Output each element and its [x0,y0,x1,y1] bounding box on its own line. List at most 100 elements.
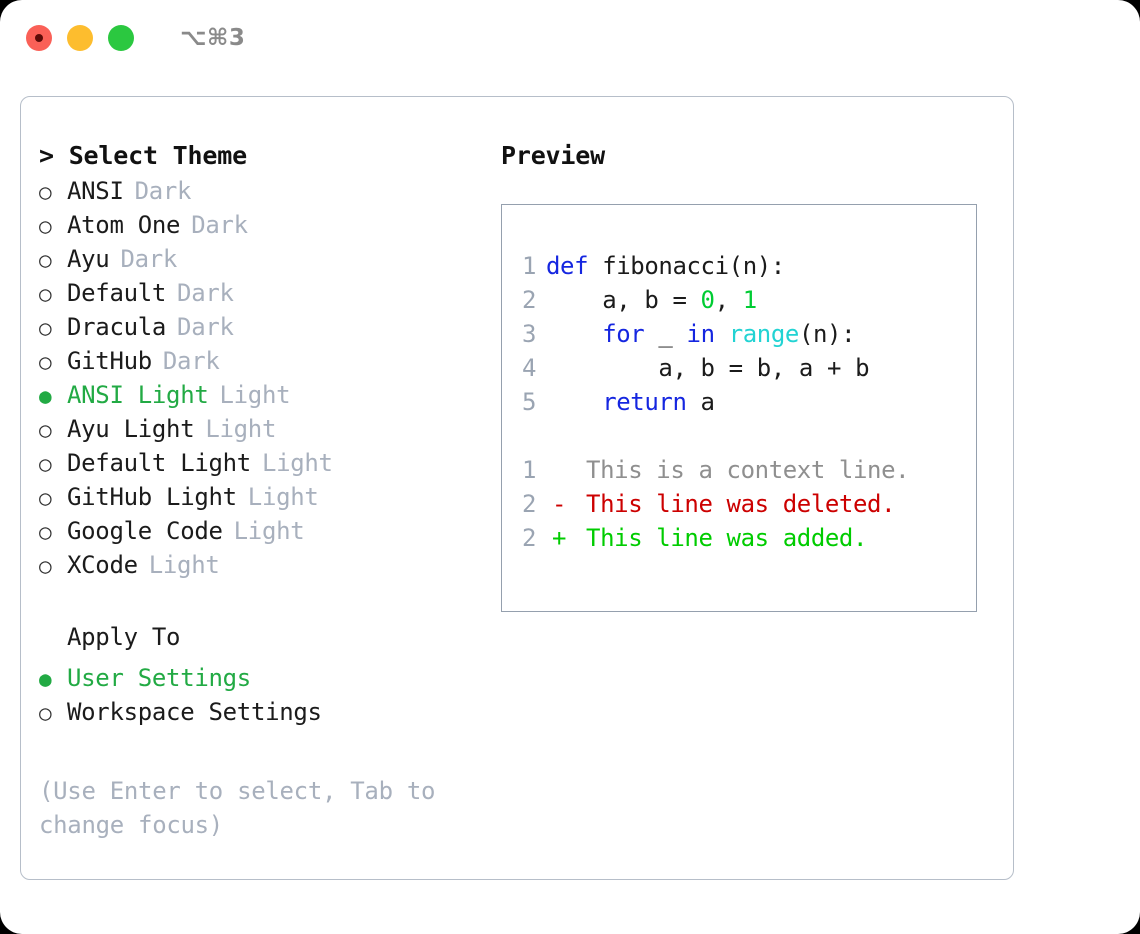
radio-unselected-icon[interactable]: ○ [39,452,52,476]
line-number: 4 [521,354,536,382]
radio-unselected-icon[interactable]: ○ [39,350,52,374]
radio-selected-icon[interactable]: ● [39,384,52,408]
option-variant-label: Light [261,449,333,477]
apply-option-0[interactable]: ● User Settings [39,662,501,696]
diff-marker: - [551,490,567,518]
radio-unselected-icon[interactable]: ○ [39,282,52,306]
token-kw: def [546,252,603,280]
option-label: ANSI Light [67,381,209,409]
token-pl: , [714,286,743,314]
keyboard-hint-text: (Use Enter to select, Tab to change focu… [39,777,436,839]
option-label: ANSI [67,177,124,205]
token-num: 1 [742,286,757,314]
line-number: 5 [521,388,536,416]
maximize-button[interactable] [108,25,134,51]
title-bar: ⌥⌘3 [0,0,1140,76]
token-pl [715,320,729,348]
radio-unselected-icon[interactable]: ○ [39,486,52,510]
diff-text: This line was deleted. [572,490,896,518]
option-variant-label: Dark [191,211,248,239]
radio-unselected-icon[interactable]: ○ [39,701,52,725]
theme-option-11[interactable]: ○ XCode Light [39,549,501,583]
token-num: 0 [700,286,715,314]
radio-selected-icon[interactable]: ● [39,667,52,691]
preview-heading: Preview [501,141,605,170]
option-variant-label: Light [219,381,291,409]
line-number: 1 [521,252,536,280]
apply-to-list[interactable]: ● User Settings ○ Workspace Settings [39,662,501,730]
line-number: 2 [521,490,536,518]
option-label: Ayu [67,245,110,273]
token-pl: _ [644,320,687,348]
radio-unselected-icon[interactable]: ○ [39,418,52,442]
line-number: 3 [521,320,536,348]
token-kw: for [602,320,645,348]
diff-text: This is a context line. [572,456,910,484]
code-text: return a [546,385,715,419]
option-variant-label: Dark [177,313,234,341]
diff-line: 2+ This line was added. [502,521,976,555]
radio-unselected-icon[interactable]: ○ [39,554,52,578]
option-label: XCode [67,551,138,579]
theme-option-1[interactable]: ○ Atom One Dark [39,209,501,243]
option-label: Default Light [67,449,251,477]
radio-unselected-icon[interactable]: ○ [39,180,52,204]
theme-option-5[interactable]: ○ GitHub Dark [39,345,501,379]
token-pl [546,320,602,348]
code-text: def fibonacci(n): [546,249,785,283]
option-variant-label: Dark [177,279,234,307]
option-label: User Settings [67,664,251,692]
apply-to-heading: Apply To [67,623,181,651]
token-kw: in [686,320,716,348]
theme-option-6[interactable]: ● ANSI Light Light [39,379,501,413]
spacer [502,419,976,453]
option-label: GitHub [67,347,152,375]
code-text: a, b = b, a + b [546,351,869,385]
code-line: 1 def fibonacci(n): [502,249,976,283]
theme-option-0[interactable]: ○ ANSI Dark [39,175,501,209]
option-variant-label: Dark [134,177,192,205]
token-pl: a [686,388,715,416]
theme-option-8[interactable]: ○ Default Light Light [39,447,501,481]
token-pl: (n): [798,320,856,348]
apply-option-1[interactable]: ○ Workspace Settings [39,696,501,730]
close-button[interactable] [26,25,52,51]
radio-unselected-icon[interactable]: ○ [39,316,52,340]
line-number: 1 [521,456,536,484]
code-line: 4 a, b = b, a + b [502,351,976,385]
code-line: 2 a, b = 0, 1 [502,283,976,317]
option-label: Atom One [67,211,181,239]
option-label: Ayu Light [67,415,195,443]
radio-unselected-icon[interactable]: ○ [39,248,52,272]
diff-marker: + [551,524,567,552]
theme-option-3[interactable]: ○ Default Dark [39,277,501,311]
diff-line: 2- This line was deleted. [502,487,976,521]
radio-unselected-icon[interactable]: ○ [39,520,52,544]
option-variant-label: Light [148,551,220,579]
diff-marker [546,453,572,487]
select-theme-heading: > Select Theme [39,141,247,170]
option-label: Default [67,279,167,307]
minimize-button[interactable] [67,25,93,51]
code-line: 3 for _ in range(n): [502,317,976,351]
radio-unselected-icon[interactable]: ○ [39,214,52,238]
option-variant-label: Dark [162,347,220,375]
line-number: 2 [521,286,536,314]
option-label: GitHub Light [67,483,237,511]
code-text: for _ in range(n): [546,317,855,351]
diff-text: This line was added. [572,524,868,552]
option-label: Workspace Settings [67,698,322,726]
token-pl: a, b = b, a + b [546,354,870,382]
